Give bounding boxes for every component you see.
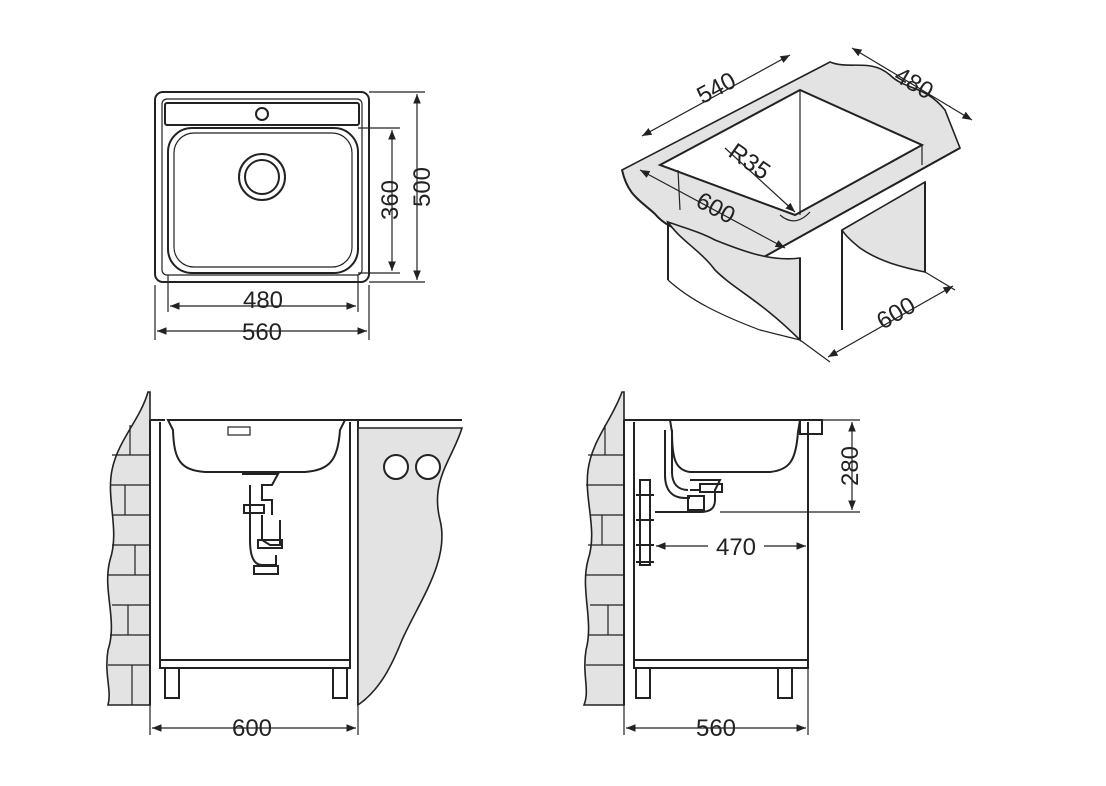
leg-left (164, 667, 180, 699)
sink-bowl-side (668, 419, 802, 473)
countertop-edge (799, 419, 823, 435)
dim-line-600-front (639, 169, 786, 249)
dim-label-600-side: 600 (872, 292, 920, 335)
worktop-side-panel (357, 427, 464, 707)
dim-label-540: 540 (692, 67, 740, 110)
leg-back-side (777, 667, 793, 699)
dim-line-540 (641, 54, 791, 137)
sink-inner-rim (161, 98, 363, 276)
knob-left (383, 454, 409, 480)
dim-label-600-front-view: 600 (232, 715, 272, 742)
isometric-view: 540 480 R35 600 600 (621, 47, 973, 363)
dim-label-500: 500 (409, 167, 436, 207)
cabinet-plinth (159, 659, 351, 669)
bowl-outline (167, 127, 359, 274)
dim-label-360: 360 (377, 180, 404, 220)
side-view: 280 470 560 (582, 391, 864, 742)
brick-wall (106, 391, 151, 706)
overflow-slot (227, 426, 251, 436)
leg-front-side (635, 667, 651, 699)
sink-bowl-front (166, 419, 347, 473)
dim-label-480-top: 480 (243, 287, 283, 314)
bowl-inner (173, 132, 353, 268)
tap-hole (255, 107, 269, 121)
dim-label-280: 280 (837, 446, 864, 486)
top-view: 480 560 360 500 (154, 91, 436, 346)
cabinet-plinth-side (633, 659, 809, 669)
knob-right (415, 454, 441, 480)
drain-siphon (242, 473, 281, 566)
dim-label-470: 470 (716, 534, 756, 561)
dim-line-600-side (827, 285, 954, 358)
front-view: 600 (106, 391, 464, 742)
drain-outer (238, 153, 286, 201)
brick-joints (108, 425, 150, 705)
drain-pipe-side (655, 430, 722, 513)
dim-line-480-iso (851, 47, 973, 121)
drain-inner (244, 159, 280, 195)
brick-joints-side (586, 425, 624, 666)
brick-wall-side (582, 391, 625, 706)
cabinet-right-panel (840, 180, 926, 273)
sink-outer-rim (154, 91, 370, 283)
dim-label-560-top: 560 (242, 319, 282, 346)
tap-ledge (164, 102, 360, 126)
vent-pipe-side (636, 479, 654, 566)
leg-right (332, 667, 348, 699)
dim-label-560-side: 560 (696, 715, 736, 742)
